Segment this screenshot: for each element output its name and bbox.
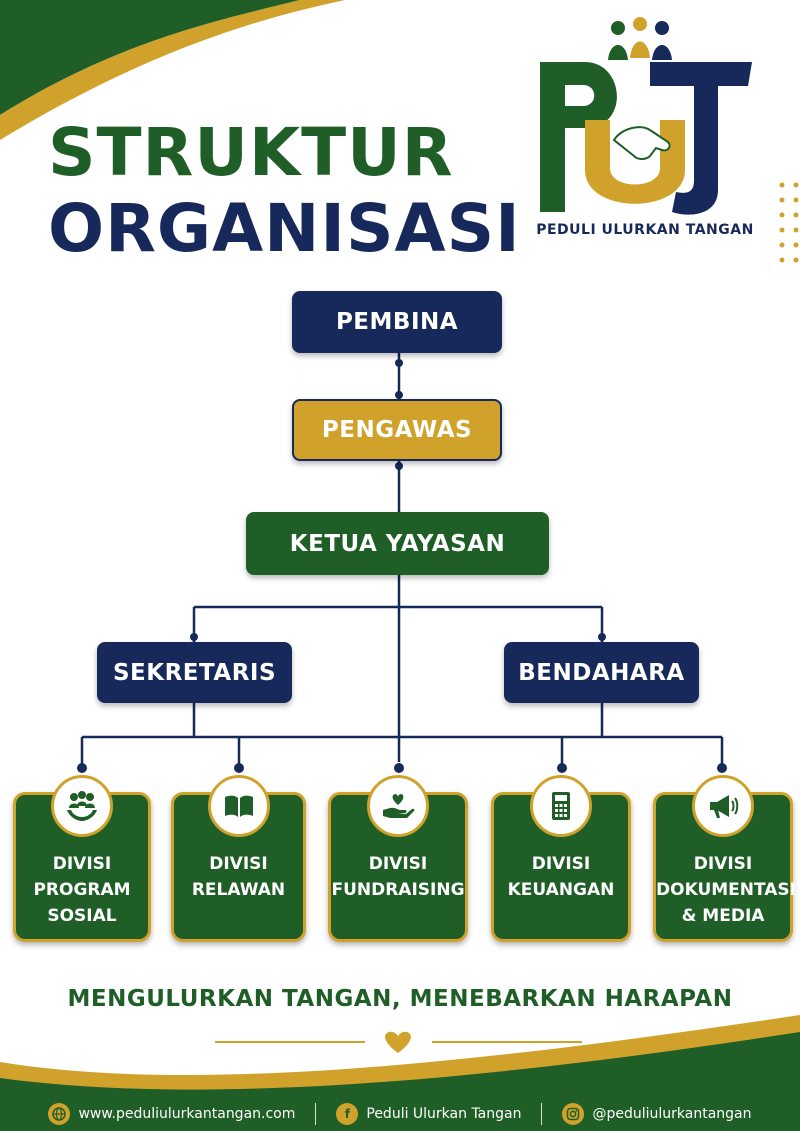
logo-icon	[540, 17, 752, 215]
footer-website[interactable]: www.peduliulurkantangan.com	[28, 1102, 315, 1125]
facebook-icon: f	[336, 1102, 359, 1125]
node-ketua-yayasan: KETUA YAYASAN	[246, 512, 549, 575]
division-card: DIVISI DOKUMENTASI & MEDIA	[653, 775, 797, 942]
division-card: DIVISI FUNDRAISING	[328, 775, 468, 942]
node-pembina: PEMBINA	[292, 291, 502, 353]
division-label: DIVISI DOKUMENTASI & MEDIA	[656, 854, 797, 926]
node-sekretaris: SEKRETARIS	[97, 642, 292, 703]
people-hands-icon	[51, 775, 113, 837]
division-card: DIVISI RELAWAN	[171, 775, 306, 942]
logo-name: PEDULI ULURKAN TANGAN	[536, 222, 754, 238]
division-label: DIVISI FUNDRAISING	[331, 854, 465, 900]
heart-icon	[385, 1031, 411, 1053]
instagram-icon	[562, 1102, 585, 1125]
node-bendahara: BENDAHARA	[504, 642, 699, 703]
footer-divider	[315, 1102, 317, 1125]
division-card: DIVISI KEUANGAN	[491, 775, 631, 942]
org-connectors	[77, 352, 727, 773]
footer-website-text: www.peduliulurkantangan.com	[78, 1105, 296, 1122]
division-label: DIVISI RELAWAN	[191, 854, 286, 900]
footer: www.peduliulurkantangan.com f Peduli Ulu…	[0, 1096, 800, 1131]
page-title-line2: ORGANISASI	[48, 190, 521, 267]
division-card: DIVISI PROGRAM SOSIAL	[13, 775, 151, 942]
calculator-icon	[530, 775, 592, 837]
tagline: MENGULURKAN TANGAN, MENEBARKAN HARAPAN	[67, 986, 733, 1012]
division-label: DIVISI KEUANGAN	[507, 854, 615, 900]
node-pengawas: PENGAWAS	[292, 399, 502, 461]
footer-facebook-text: Peduli Ulurkan Tangan	[366, 1105, 522, 1122]
megaphone-icon	[692, 775, 754, 837]
footer-facebook[interactable]: f Peduli Ulurkan Tangan	[316, 1102, 541, 1125]
page-title-line1: STRUKTUR	[48, 114, 454, 191]
footer-instagram-text: @peduliulurkantangan	[592, 1105, 752, 1122]
heart-hand-icon	[367, 775, 429, 837]
division-label: DIVISI PROGRAM SOSIAL	[33, 854, 131, 926]
footer-instagram[interactable]: @peduliulurkantangan	[542, 1102, 771, 1125]
globe-icon	[48, 1102, 71, 1125]
footer-divider	[541, 1102, 543, 1125]
book-icon	[208, 775, 270, 837]
